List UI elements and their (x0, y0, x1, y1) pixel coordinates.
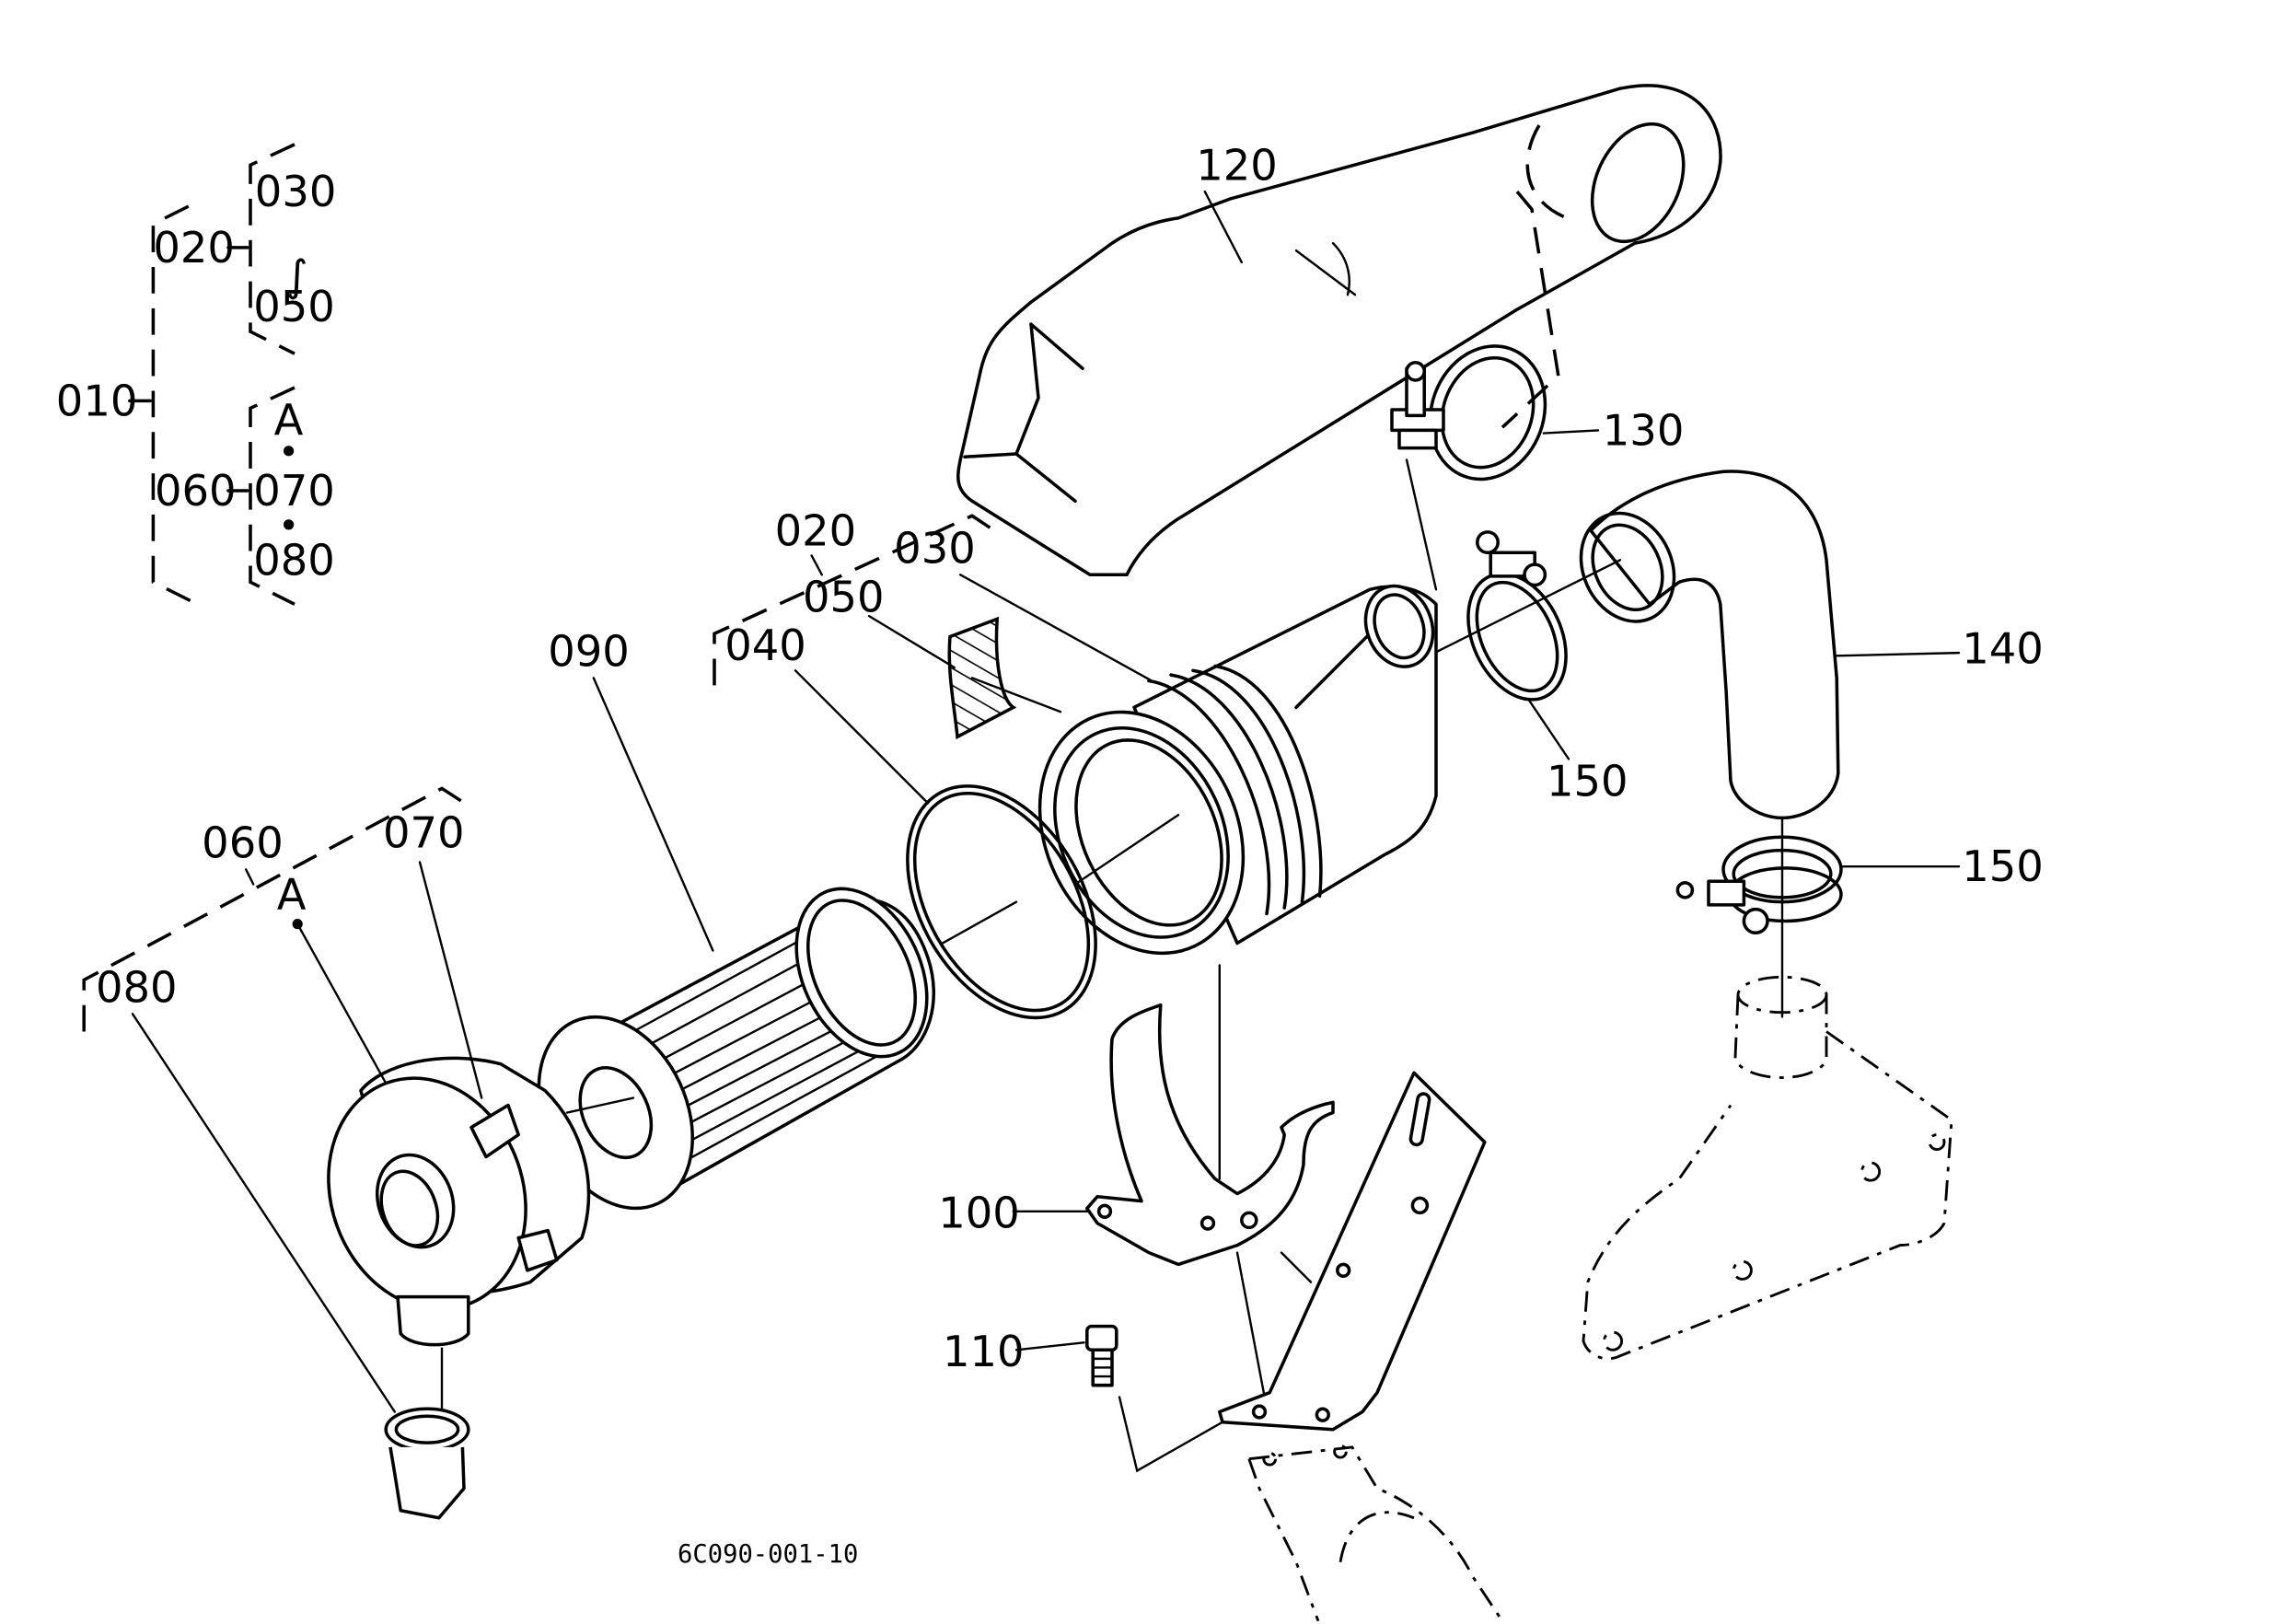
callout-150-lower: 150 (1962, 841, 2044, 891)
leader-080 (131, 1013, 396, 1413)
leader-050 (867, 614, 956, 669)
callout-120: 120 (1196, 140, 1278, 190)
leader-090 (592, 677, 714, 952)
legend-label-080: 080 (253, 535, 335, 585)
callout-080: 080 (96, 962, 178, 1012)
callout-040: 040 (724, 621, 806, 670)
leader-140 (1836, 651, 1961, 657)
callout-140: 140 (1962, 623, 2044, 673)
callout-060: 060 (202, 818, 284, 868)
callout-150-upper: 150 (1547, 756, 1628, 806)
label-050: 050 (803, 572, 1062, 740)
engine-reference (1247, 1444, 1504, 1622)
intake-duct-120: 120 (956, 84, 1722, 577)
hose-clamp-150-lower: 150 (1675, 835, 2044, 935)
cover-assembly-060: 060 070 A (82, 786, 635, 1416)
callout-030: 030 (894, 523, 976, 573)
legend-label-050: 050 (253, 282, 335, 331)
hose-clamp-150-upper: 150 (1412, 530, 1628, 806)
elbow-hose-140: 140 (1579, 470, 2044, 1018)
figure-code: 6C090-001-10 (678, 1540, 858, 1569)
support-stay (1218, 1071, 1487, 1432)
legend-label-060: 060 (155, 466, 237, 516)
legend-range-symbol: ∫ (285, 250, 307, 300)
callout-020: 020 (775, 505, 857, 555)
legend-bracket-020 (249, 143, 296, 355)
leader-070 (418, 861, 483, 1099)
evacuator-valve-080: 080 (96, 962, 470, 1520)
legend-tree: 010 020 030 ∫ 050 060 A 070 080 (56, 143, 337, 606)
leader-040 (794, 669, 930, 805)
legend-bullet (284, 446, 295, 457)
leader-030 (959, 574, 1153, 682)
band-bracket-100: 100 (938, 1003, 1335, 1267)
callout-a: A (277, 870, 307, 920)
leader-130 (1542, 429, 1600, 435)
legend-label-020: 020 (153, 223, 235, 273)
leader-a (296, 922, 388, 1085)
air-cleaner-body-030: 020 030 (713, 505, 1438, 1180)
bolt-110: 110 (943, 1324, 1224, 1473)
callout-110: 110 (943, 1327, 1025, 1376)
manifold-reference (1582, 975, 1953, 1361)
legend-label-030: 030 (255, 167, 337, 216)
leader-110 (1014, 1341, 1085, 1351)
bracket-060 (82, 786, 472, 1032)
leader-150-upper (1527, 699, 1570, 760)
legend-bullet (284, 519, 295, 530)
legend-label-010: 010 (56, 376, 138, 425)
bracket-020 (713, 514, 995, 686)
legend-bracket-060 (249, 386, 296, 606)
callout-100: 100 (938, 1188, 1020, 1237)
hose-clamp-130: 130 (1390, 344, 1685, 591)
legend-label-a: A (274, 395, 304, 445)
legend-bracket-010 (151, 204, 192, 603)
legend-label-070: 070 (253, 466, 335, 516)
callout-070: 070 (383, 807, 465, 857)
leader-120 (1203, 190, 1244, 264)
callout-050: 050 (803, 572, 885, 621)
o-ring-040: 040 (724, 621, 1097, 1020)
callout-130: 130 (1603, 405, 1685, 455)
callout-090: 090 (548, 627, 630, 677)
